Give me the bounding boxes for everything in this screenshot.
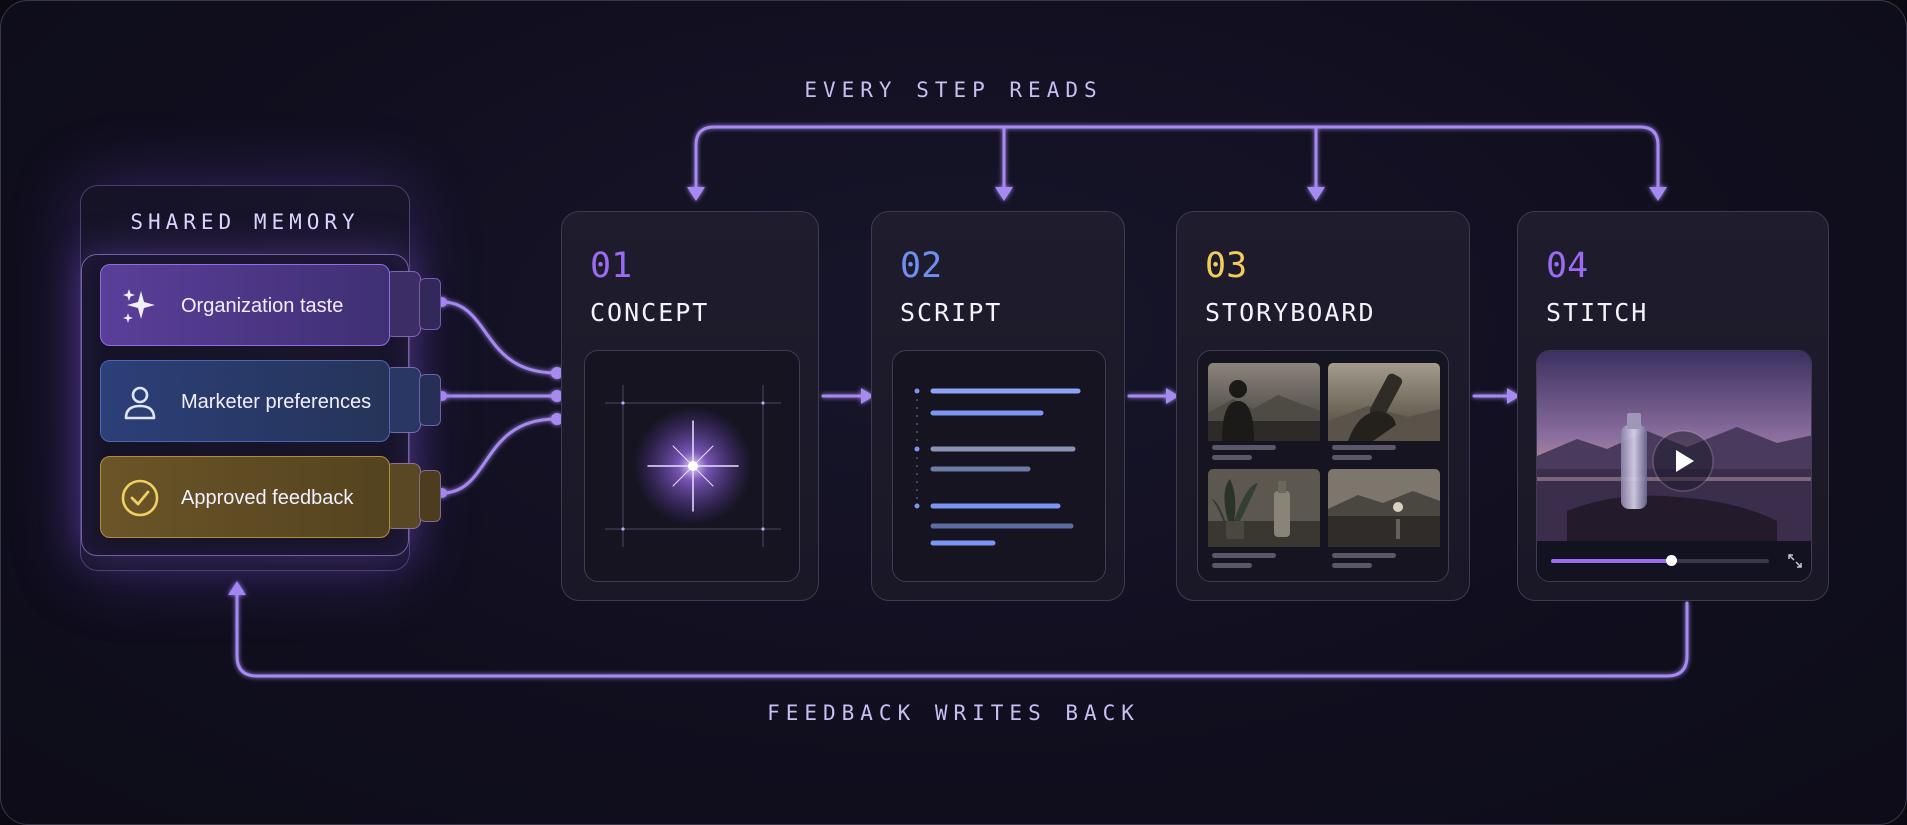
storyboard-frame-3 [1208,469,1320,547]
step-number: 04 [1546,246,1589,286]
progress-scrubber[interactable] [1665,555,1677,566]
step-number: 02 [900,246,943,286]
starburst-icon [605,385,781,547]
concept-preview [584,350,800,582]
video-frame [1537,351,1811,581]
feedback-line [235,593,1689,678]
step-title: CONCEPT [590,298,710,327]
caption-bar [1212,563,1252,568]
storyboard-frame-4 [1328,469,1440,547]
arrowhead-reads-2 [995,187,1013,201]
fullscreen-icon[interactable] [1787,553,1803,569]
step-card-stitch[interactable]: 04 STITCH [1517,211,1829,601]
memory-link-1 [440,300,558,375]
memory-item-approved-feedback[interactable]: Approved feedback [100,456,390,538]
script-preview [892,350,1106,582]
storyboard-grid [1197,350,1449,582]
play-icon [1676,450,1694,472]
arrowhead-feedback [228,581,246,595]
caption-bar [1332,455,1372,460]
memory-tab [385,367,421,433]
step-title: SCRIPT [900,298,1003,327]
memory-title: SHARED MEMORY [130,210,360,234]
script-lines [914,388,1081,546]
user-icon [124,386,156,420]
check-circle-icon [121,479,159,517]
reads-line [694,125,1660,189]
progress-fill [1551,559,1671,563]
storyboard-frame-2 [1328,363,1440,441]
caption-bar [1332,563,1372,568]
memory-item-marketer-preferences[interactable]: Marketer preferences [100,360,390,442]
memory-link-3 [440,417,558,495]
sparkles-icon [123,289,155,323]
node-dot [551,367,563,379]
memory-tab [385,463,421,529]
video-player[interactable] [1536,350,1812,582]
arrowhead-reads-3 [1307,187,1325,201]
step-title: STITCH [1546,298,1649,327]
node-dot [551,413,563,425]
step-card-concept[interactable]: 01 CONCEPT [561,211,819,601]
memory-item-label: Approved feedback [181,487,354,509]
reads-label: EVERY STEP READS [804,78,1103,102]
memory-item-label: Marketer preferences [181,391,372,413]
memory-item-organization-taste[interactable]: Organization taste [100,264,390,346]
step-title: STORYBOARD [1205,298,1376,327]
caption-bar [1212,553,1276,558]
storyboard-frames [1208,363,1440,547]
arrowhead-3-4 [1507,388,1520,404]
memory-tab [419,470,441,522]
arrowhead-reads-4 [1649,187,1667,201]
caption-bar [1332,445,1396,450]
step-card-script[interactable]: 02 SCRIPT [871,211,1125,601]
storyboard-frame-1 [1208,363,1320,441]
feedback-label: FEEDBACK WRITES BACK [767,701,1140,725]
node-dot [551,390,563,402]
step-card-storyboard[interactable]: 03 STORYBOARD [1176,211,1470,601]
caption-bar [1332,553,1396,558]
arrowhead-2-3 [1166,388,1179,404]
arrowhead-reads-1 [687,187,705,201]
caption-bar [1212,455,1252,460]
step-number: 03 [1205,246,1248,286]
step-number: 01 [590,246,633,286]
memory-item-label: Organization taste [181,295,344,317]
caption-bar [1212,445,1276,450]
arrowhead-1-2 [861,388,874,404]
memory-tab [385,271,421,337]
memory-tab [419,278,441,330]
memory-tab [419,374,441,426]
